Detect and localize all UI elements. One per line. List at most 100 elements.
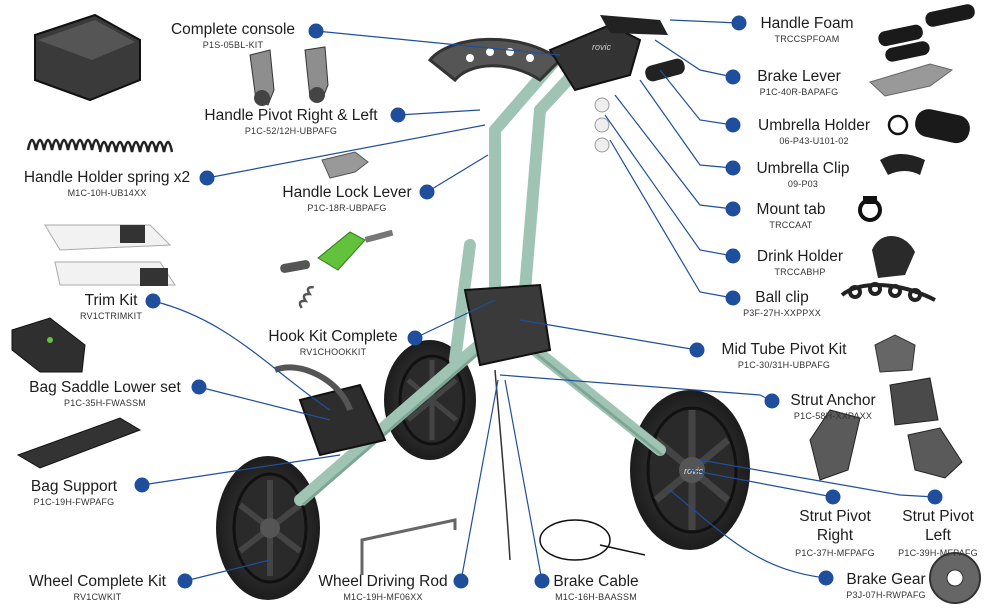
part-name: Drink Holder bbox=[756, 248, 844, 265]
part-name: Strut Pivot Right bbox=[799, 508, 871, 545]
trim-kit-thumbnail bbox=[44, 224, 176, 286]
part-name: Brake Gear bbox=[846, 571, 926, 588]
label-strut-pivot-right: Strut Pivot Right P1C-37H-MFPAFG bbox=[785, 507, 885, 558]
callout-dot bbox=[725, 290, 741, 306]
part-code: M1C-19H-MF06XX bbox=[343, 591, 423, 602]
part-code: M1C-16H-BAASSM bbox=[555, 591, 637, 602]
part-name: Handle Foam bbox=[760, 15, 854, 32]
callout-dot bbox=[725, 160, 741, 176]
brake-cable-thumbnail bbox=[539, 519, 646, 561]
part-name: Mid Tube Pivot Kit bbox=[721, 341, 847, 358]
umbrella-holder-thumbnail bbox=[887, 109, 970, 144]
callout-dots bbox=[134, 15, 943, 589]
hook-kit-thumbnail bbox=[280, 229, 394, 309]
part-code: P1C-39H-MFPAFG bbox=[898, 547, 978, 558]
part-code: M1C-10H-UB14XX bbox=[67, 187, 147, 198]
bag-support-thumbnail bbox=[16, 417, 142, 469]
callout-dot bbox=[927, 489, 943, 505]
strut-anchor-thumbnail bbox=[889, 377, 939, 426]
part-code: RV1CWKIT bbox=[73, 591, 122, 602]
part-code: P3J-07H-RWPAFG bbox=[846, 589, 926, 600]
mid-tube-pivot-thumbnail bbox=[874, 334, 916, 373]
label-umbrella-holder: Umbrella Holder 06-P43-U101-02 bbox=[747, 118, 881, 146]
label-complete-console: Complete console P1S-05BL-KIT bbox=[158, 22, 308, 50]
label-trim-kit: Trim Kit RV1CTRIMKIT bbox=[80, 293, 142, 321]
part-name: Brake Lever bbox=[757, 68, 841, 85]
label-handle-foam: Handle Foam TRCCSPFOAM bbox=[752, 16, 862, 44]
part-code: TRCCSPFOAM bbox=[774, 33, 840, 44]
part-name: Mount tab bbox=[756, 201, 826, 218]
callout-dot bbox=[145, 293, 161, 309]
part-name: Strut Anchor bbox=[790, 392, 876, 409]
lock-lever-thumbnail bbox=[321, 151, 369, 179]
part-code: 06-P43-U101-02 bbox=[779, 135, 849, 146]
callout-dot bbox=[725, 201, 741, 217]
spring-thumbnail bbox=[26, 138, 174, 153]
callout-dot bbox=[764, 393, 780, 409]
bag-saddle-thumbnail bbox=[11, 317, 86, 373]
label-strut-pivot-left: Strut Pivot Left P1C-39H-MFPAFG bbox=[888, 507, 988, 558]
brake-gear-thumbnail bbox=[929, 552, 981, 604]
callout-dot bbox=[689, 342, 705, 358]
console-thumbnail bbox=[34, 13, 141, 102]
callout-dot bbox=[419, 184, 435, 200]
label-brake-gear: Brake Gear P3J-07H-RWPAFG bbox=[838, 572, 934, 600]
part-name: Bag Support bbox=[30, 478, 118, 495]
label-strut-anchor: Strut Anchor P1C-58H-XXPAXX bbox=[782, 393, 884, 421]
part-name: Complete console bbox=[170, 21, 296, 38]
callout-lines bbox=[141, 19, 936, 582]
part-code: RV1CTRIMKIT bbox=[80, 310, 143, 321]
callout-dot bbox=[134, 477, 150, 493]
label-umbrella-clip: Umbrella Clip 09-P03 bbox=[747, 161, 859, 189]
label-bag-saddle: Bag Saddle Lower set P1C-35H-FWASSM bbox=[20, 380, 190, 408]
callout-dot bbox=[725, 69, 741, 85]
part-code: P1C-37H-MFPAFG bbox=[795, 547, 875, 558]
part-code: 09-P03 bbox=[787, 178, 819, 189]
callout-dot bbox=[177, 573, 193, 589]
label-mount-tab: Mount tab TRCCAAT bbox=[747, 202, 835, 230]
label-wheel-driving-rod: Wheel Driving Rod M1C-19H-MF06XX bbox=[312, 574, 454, 602]
part-code: P1C-52/12H-UBPAFG bbox=[244, 125, 338, 136]
driving-rod-thumbnail bbox=[360, 518, 457, 575]
callout-dot bbox=[818, 570, 834, 586]
part-code: TRCCABHP bbox=[774, 266, 826, 277]
part-name: Hook Kit Complete bbox=[268, 328, 398, 345]
label-hook-kit: Hook Kit Complete RV1CHOOKKIT bbox=[260, 329, 406, 357]
umbrella-clip-thumbnail bbox=[880, 154, 925, 175]
part-name: Handle Pivot Right & Left bbox=[204, 107, 378, 124]
callout-dot bbox=[453, 573, 469, 589]
callout-dot bbox=[199, 170, 215, 186]
callout-dot bbox=[308, 23, 324, 39]
strut-pivot-left-thumbnail bbox=[907, 427, 963, 479]
part-name: Wheel Driving Rod bbox=[318, 573, 448, 590]
part-code: RV1CHOOKKIT bbox=[299, 346, 367, 357]
part-name: Umbrella Clip bbox=[756, 160, 850, 177]
callout-dot bbox=[725, 117, 741, 133]
label-brake-lever: Brake Lever P1C-40R-BAPAFG bbox=[747, 69, 851, 97]
handle-pivot-thumbnail bbox=[249, 46, 329, 106]
handle-foam-thumbnail bbox=[878, 4, 975, 62]
label-handle-lock-lever: Handle Lock Lever P1C-18R-UBPAFG bbox=[276, 185, 418, 213]
part-code: P1C-35H-FWASSM bbox=[64, 397, 146, 408]
ball-clip-thumbnail bbox=[840, 282, 936, 302]
strut-pivot-right-thumbnail bbox=[809, 409, 861, 481]
part-code: P1S-05BL-KIT bbox=[202, 39, 264, 50]
part-name: Handle Holder spring x2 bbox=[23, 169, 191, 186]
part-name: Handle Lock Lever bbox=[282, 184, 412, 201]
svg-text:rovic: rovic bbox=[592, 42, 612, 52]
label-handle-pivot: Handle Pivot Right & Left P1C-52/12H-UBP… bbox=[194, 108, 388, 136]
part-name: Wheel Complete Kit bbox=[29, 573, 166, 590]
label-wheel-complete: Wheel Complete Kit RV1CWKIT bbox=[20, 574, 175, 602]
part-name: Bag Saddle Lower set bbox=[29, 379, 181, 396]
mount-tab-thumbnail bbox=[858, 196, 882, 222]
callout-dot bbox=[725, 248, 741, 264]
part-name: Ball clip bbox=[755, 289, 809, 306]
part-code: P1C-30/31H-UBPAFG bbox=[737, 359, 831, 370]
brake-lever-thumbnail bbox=[869, 63, 954, 97]
part-name: Umbrella Holder bbox=[758, 117, 870, 134]
trolley-illustration: rovic rovic bbox=[216, 15, 750, 600]
callout-dot bbox=[534, 573, 550, 589]
part-code: P1C-58H-XXPAXX bbox=[793, 410, 873, 421]
